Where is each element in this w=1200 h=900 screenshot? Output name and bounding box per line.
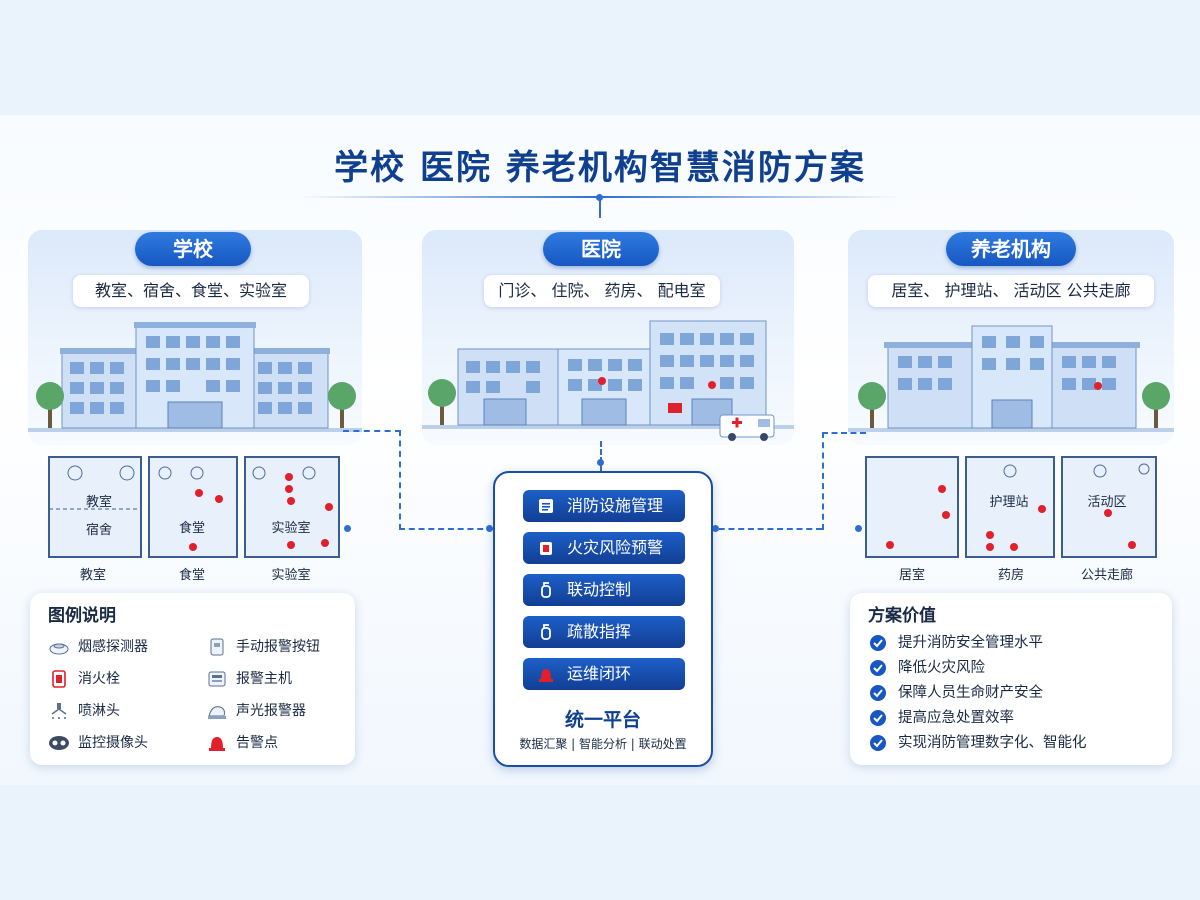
connector-elderly-platform xyxy=(709,528,822,530)
school-floor-plans xyxy=(48,456,340,558)
elderly-bottom-label-pharmacy: 药房 xyxy=(997,568,1024,583)
elderly-floor-plans xyxy=(865,456,1157,558)
room-label-activity-area: 活动区 xyxy=(1087,495,1127,510)
room-label-classroom: 教室 xyxy=(85,495,112,510)
check-icon xyxy=(870,735,886,751)
connector-dot xyxy=(712,525,719,532)
connector-dot xyxy=(344,525,351,532)
platform-button-label: 疏散指挥 xyxy=(567,622,632,641)
school-title-pill: 学校 xyxy=(135,232,251,266)
room-label-nurse-station: 护理站 xyxy=(989,495,1029,510)
solution-value-card: 方案价值 提升消防安全管理水平 降低火灾风险 保障人员生命财产安全 提高应急处置… xyxy=(850,593,1172,765)
connector-school-top xyxy=(343,430,401,530)
hospital-title-pill: 医院 xyxy=(543,232,659,266)
platform-button-label: 联动控制 xyxy=(567,580,632,599)
school-bottom-label-canteen: 食堂 xyxy=(178,568,205,583)
legend-card: 图例说明 烟感探测器 手动报警按钮 消火栓 报警主机 喷淋头 声光报警器 监控摄… xyxy=(30,593,355,765)
alarm-host-icon xyxy=(208,671,226,687)
platform-button-linkage-control[interactable]: 联动控制 xyxy=(523,574,685,606)
legend-title: 图例说明 xyxy=(48,606,116,626)
sprinkler-icon xyxy=(51,703,67,719)
platform-button-label: 火灾风险预警 xyxy=(567,538,664,557)
room-label-dormitory: 宿舍 xyxy=(85,523,112,538)
document-icon xyxy=(539,499,553,513)
title-divider-dot xyxy=(596,194,603,201)
alarm-bell-icon xyxy=(209,737,225,751)
connector-school-platform xyxy=(399,528,493,530)
check-icon xyxy=(870,635,886,651)
platform-subtitle: 数据汇聚 | 智能分析 | 联动处置 xyxy=(519,737,687,751)
platform-button-evacuation-command[interactable]: 疏散指挥 xyxy=(523,616,685,648)
page-title: 学校 医院 养老机构智慧消防方案 xyxy=(334,148,866,188)
school-bottom-label-lab: 实验室 xyxy=(271,568,311,583)
connector-elderly-top xyxy=(822,432,866,530)
extinguisher-icon xyxy=(541,582,551,598)
platform-button-label: 运维闭环 xyxy=(567,664,632,683)
hydrant-icon xyxy=(52,670,66,688)
connector-dot xyxy=(486,525,493,532)
unified-platform-panel: 消防设施管理 火灾风险预警 联动控制 疏散指挥 运维闭环 统一平台 数据汇聚 |… xyxy=(493,471,713,767)
connector-dot xyxy=(855,525,862,532)
check-icon xyxy=(870,685,886,701)
hospital-areas: 门诊、 住院、 药房、 配电室 xyxy=(484,275,720,307)
manual-alarm-button-icon xyxy=(210,638,224,656)
connector-dot xyxy=(597,459,604,466)
elderly-areas: 居室、 护理站、 活动区 公共走廊 xyxy=(868,275,1154,307)
elderly-title-pill: 养老机构 xyxy=(946,232,1076,266)
alert-light-icon xyxy=(539,669,553,682)
extinguisher-icon xyxy=(541,624,551,640)
platform-button-label: 消防设施管理 xyxy=(567,496,664,515)
room-label-canteen: 食堂 xyxy=(178,521,205,536)
title-connector xyxy=(599,200,601,218)
school-building-illustration xyxy=(28,322,362,432)
smoke-detector-icon xyxy=(49,643,69,655)
platform-button-fire-risk-warning[interactable]: 火灾风险预警 xyxy=(523,532,685,564)
connector-hospital-platform xyxy=(600,441,602,471)
school-areas: 教室、宿舍、食堂、实验室 xyxy=(73,275,309,307)
room-label-lab: 实验室 xyxy=(271,521,311,536)
camera-icon xyxy=(49,736,69,750)
alarm-icon xyxy=(540,542,552,555)
check-icon xyxy=(870,660,886,676)
school-bottom-label-classroom: 教室 xyxy=(79,568,106,583)
strobe-alarm-icon xyxy=(208,706,226,719)
value-title: 方案价值 xyxy=(868,606,936,626)
platform-title: 统一平台 xyxy=(564,709,641,731)
hospital-building-illustration xyxy=(422,320,794,441)
elderly-bottom-label-room: 居室 xyxy=(898,568,925,583)
platform-button-facility-management[interactable]: 消防设施管理 xyxy=(523,490,685,522)
elderly-bottom-label-corridor: 公共走廊 xyxy=(1080,568,1133,583)
platform-button-maintenance-loop[interactable]: 运维闭环 xyxy=(523,658,685,690)
elderly-building-illustration xyxy=(848,325,1174,432)
check-icon xyxy=(870,710,886,726)
